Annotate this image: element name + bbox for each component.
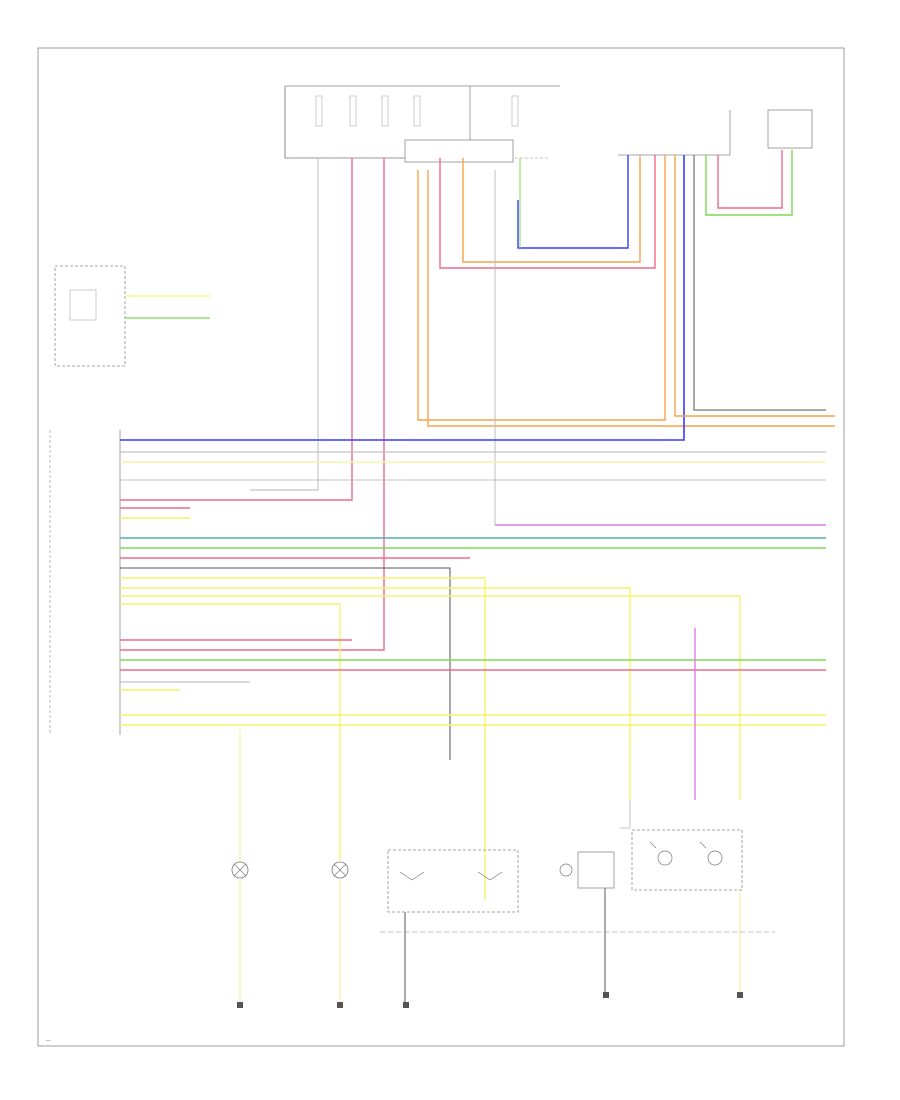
left-module xyxy=(54,265,126,367)
ground-1 xyxy=(237,1002,243,1008)
wire-2 xyxy=(120,158,353,501)
wire-30 xyxy=(120,595,741,800)
relay xyxy=(559,851,615,889)
diagram-code: — xyxy=(46,1038,51,1043)
headlamp-right xyxy=(631,829,743,891)
wire-9 xyxy=(494,170,826,526)
leveling-module xyxy=(387,849,519,913)
wire-12 xyxy=(674,155,835,417)
wire-11 xyxy=(120,155,685,441)
wire-7 xyxy=(462,155,641,263)
wire-46 xyxy=(620,800,631,829)
wire-4 xyxy=(417,155,666,421)
diagram-border xyxy=(37,47,845,1047)
steering-module xyxy=(767,109,813,149)
wires xyxy=(120,150,835,1002)
combination-switch xyxy=(618,110,731,156)
ground-5 xyxy=(737,992,743,998)
wire-14 xyxy=(705,150,793,216)
wire-13 xyxy=(693,155,826,411)
wire-28 xyxy=(120,577,486,900)
lamp-left xyxy=(231,861,249,879)
ground-3 xyxy=(403,1002,409,1008)
ground-2 xyxy=(337,1002,343,1008)
wire-3 xyxy=(120,158,385,651)
wire-15 xyxy=(717,150,783,209)
ground-4 xyxy=(603,992,609,998)
wire-8 xyxy=(517,155,629,249)
lamp-center xyxy=(331,861,349,879)
wire-31 xyxy=(120,603,341,860)
wire-27 xyxy=(120,567,451,760)
junction-box xyxy=(404,139,514,163)
central-module xyxy=(49,430,121,735)
wire-29 xyxy=(120,587,631,800)
wire-1 xyxy=(250,158,319,491)
wire-5 xyxy=(427,170,835,427)
wire-6 xyxy=(439,155,656,269)
